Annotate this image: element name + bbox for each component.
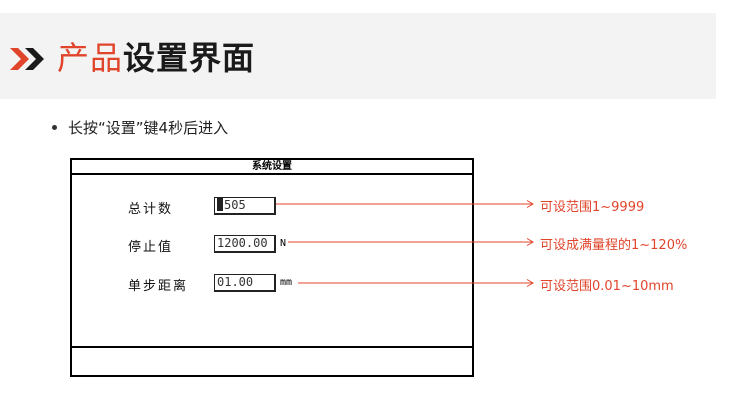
stop-value-label: 停止值 bbox=[128, 240, 174, 255]
step-distance-input[interactable]: 01.00 bbox=[214, 274, 276, 292]
step-distance-unit: mm bbox=[280, 277, 293, 288]
double-chevron-right-icon bbox=[10, 48, 44, 70]
total-count-input[interactable]: 505 bbox=[214, 197, 276, 215]
stop-value-value: 1200.00 bbox=[217, 236, 268, 250]
step-distance-value: 01.00 bbox=[217, 275, 254, 289]
stop-value-unit: N bbox=[280, 238, 287, 249]
title-dark-part: 设置界面 bbox=[123, 39, 256, 77]
total-count-value: 505 bbox=[224, 198, 246, 212]
header-banner bbox=[0, 13, 716, 99]
instruction-text: 长按“设置”键4秒后进入 bbox=[68, 119, 229, 137]
page-title: 产品设置界面 bbox=[57, 40, 255, 76]
window-title: 系统设置 bbox=[72, 160, 472, 175]
annotation-step-distance: 可设范围0.01~10mm bbox=[540, 279, 674, 294]
bullet-dot-icon bbox=[52, 125, 57, 130]
step-distance-label: 单步距离 bbox=[128, 279, 189, 294]
arrowhead-1-icon bbox=[526, 200, 534, 208]
settings-window: 系统设置 总计数 505 停止值 1200.00 N 单步距离 01.00 mm bbox=[70, 158, 474, 377]
annotation-total-count: 可设范围1~9999 bbox=[540, 200, 645, 215]
window-footer-divider bbox=[72, 346, 472, 348]
annotation-stop-value: 可设成满量程的1~120% bbox=[540, 238, 688, 253]
text-cursor bbox=[217, 198, 223, 211]
title-red-part: 产品 bbox=[57, 39, 124, 77]
arrowhead-2-icon bbox=[526, 238, 534, 246]
total-count-label: 总计数 bbox=[128, 202, 174, 217]
stop-value-input[interactable]: 1200.00 bbox=[214, 235, 276, 253]
arrowhead-3-icon bbox=[526, 279, 534, 287]
instruction-bullet: 长按“设置”键4秒后进入 bbox=[52, 117, 228, 138]
